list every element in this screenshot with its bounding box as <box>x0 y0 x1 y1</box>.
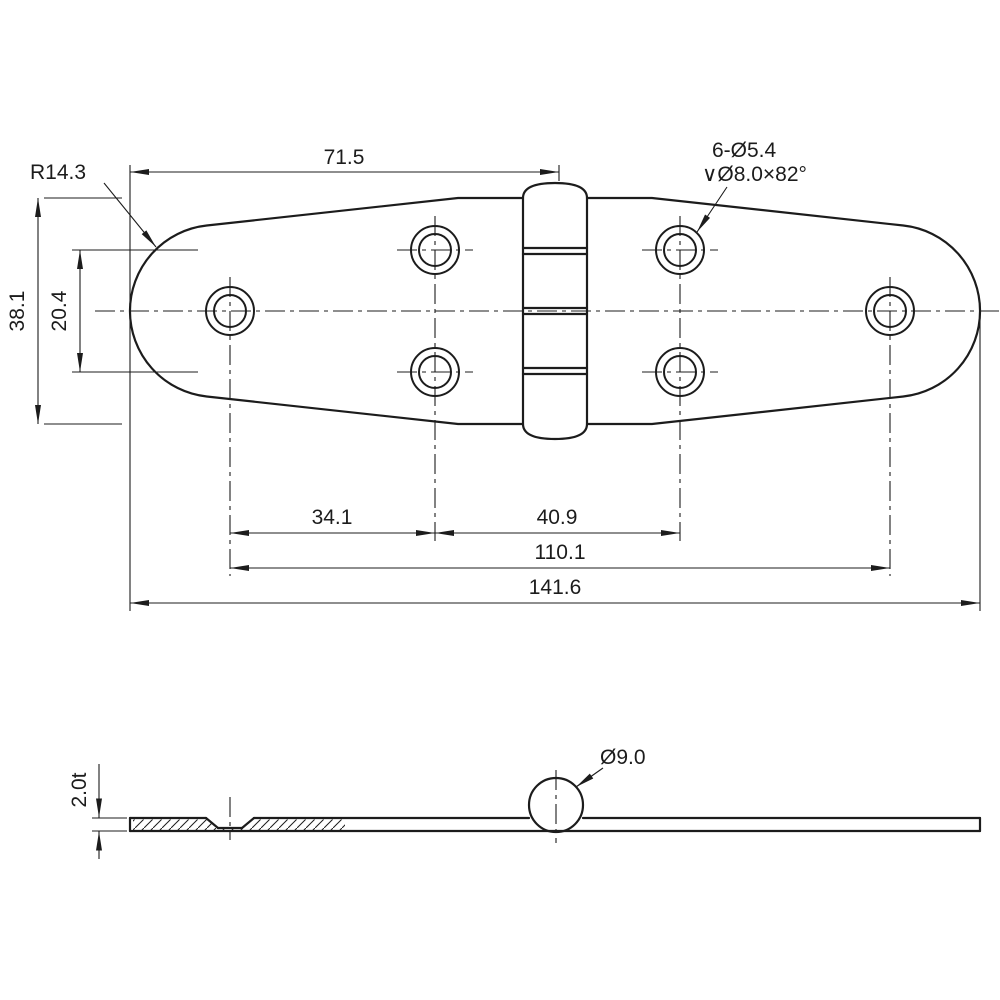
label-corner-radius: R14.3 <box>30 161 86 184</box>
hole-d-outer <box>655 225 705 275</box>
hole-f-inner <box>873 294 907 328</box>
side-view: 2.0t Ø9.0 <box>68 746 982 859</box>
countersink-right-edge <box>240 816 256 830</box>
dimension-labels: 71.5 R14.3 6-Ø5.4 ∨Ø8.0×82° 38.1 20.4 34… <box>6 139 807 599</box>
knuckle-diameter-callout: Ø9.0 <box>575 746 646 788</box>
hole-a-outer <box>205 286 255 336</box>
label-hole-row-spacing: 20.4 <box>48 290 71 331</box>
hole-e-inner <box>663 355 697 389</box>
countersink-left-edge <box>204 816 220 830</box>
extension-lines <box>44 165 981 611</box>
label-col-right: 40.9 <box>537 506 578 529</box>
hole-e-outer <box>655 347 705 397</box>
label-col-left: 34.1 <box>312 506 353 529</box>
hole-c-outer <box>410 347 460 397</box>
hole-b-outer <box>410 225 460 275</box>
label-knuckle-diameter: Ø9.0 <box>600 746 646 769</box>
leader-knuckle-diameter <box>575 767 604 788</box>
screw-holes <box>205 225 915 397</box>
label-hole-callout-1: 6-Ø5.4 <box>712 139 777 162</box>
dimension-lines <box>35 169 980 606</box>
hinge-right-leaf-outline <box>585 196 982 426</box>
leader-radius <box>103 182 157 248</box>
label-overall-height: 38.1 <box>6 291 29 332</box>
hole-f-outer <box>865 286 915 336</box>
label-top-width: 71.5 <box>324 146 365 169</box>
hole-d-inner <box>663 233 697 267</box>
hinge-barrel <box>521 181 589 441</box>
thickness-dimension: 2.0t <box>68 764 127 859</box>
leader-hole-callout <box>696 186 728 233</box>
hole-a-inner <box>213 294 247 328</box>
hole-b-inner <box>418 233 452 267</box>
label-hole-span: 110.1 <box>535 541 586 564</box>
label-hole-callout-2: ∨Ø8.0×82° <box>702 163 807 186</box>
knuckle-joint-lines <box>521 246 589 376</box>
label-thickness: 2.0t <box>68 772 91 807</box>
hole-c-inner <box>418 355 452 389</box>
label-overall-length: 141.6 <box>529 576 582 599</box>
top-view: 71.5 R14.3 6-Ø5.4 ∨Ø8.0×82° 38.1 20.4 34… <box>6 139 1000 611</box>
hinge-left-leaf-outline <box>128 196 525 426</box>
